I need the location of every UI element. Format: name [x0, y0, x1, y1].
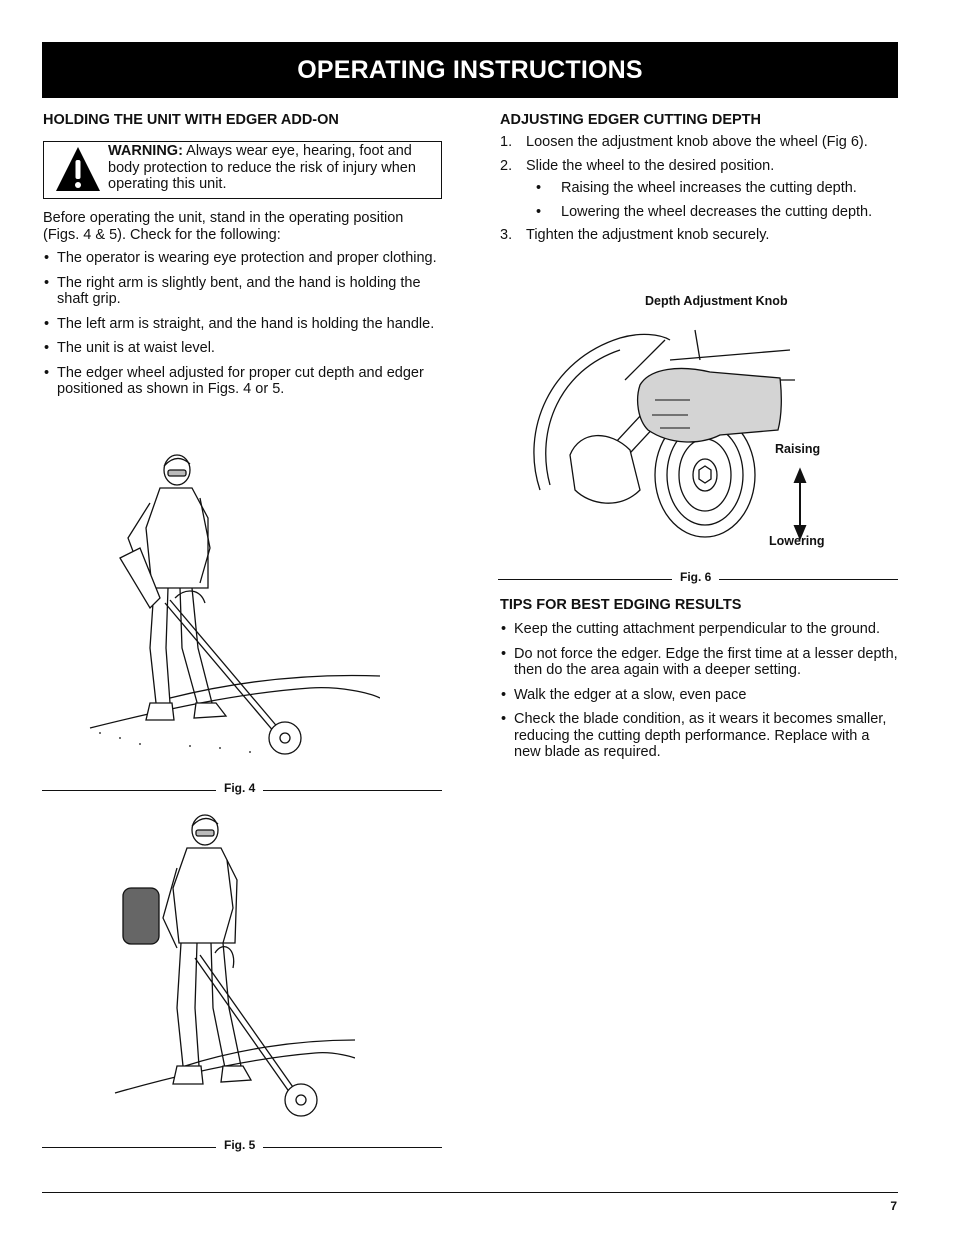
bullet-icon: •: [44, 340, 50, 356]
tips-section: TIPS FOR BEST EDGING RESULTS • Keep the c…: [500, 596, 898, 769]
checklist: • The operator is wearing eye protection …: [43, 250, 442, 398]
list-item-text: Walk the edger at a slow, even pace: [514, 686, 747, 703]
step-item: 2. Slide the wheel to the desired positi…: [500, 158, 898, 221]
bullet-icon: •: [536, 203, 542, 220]
list-item: • Keep the cutting attachment perpendicul…: [500, 621, 898, 638]
list-item: • The edger wheel adjusted for proper cut…: [43, 365, 442, 398]
list-item-text: The edger wheel adjusted for proper cut …: [57, 364, 424, 398]
step-text: Loosen the adjustment knob above the whe…: [526, 134, 868, 150]
list-item-text: Keep the cutting attachment perpendicula…: [514, 621, 880, 637]
step-sub-list: • Raising the wheel increases the cutting…: [526, 180, 898, 220]
bullet-icon: •: [536, 180, 542, 196]
warning-box: WARNING: Always wear eye, hearing, foot …: [43, 141, 442, 199]
left-column: HOLDING THE UNIT WITH EDGER ADD-ON WARNI…: [43, 111, 442, 406]
sub-list-item: • Raising the wheel increases the cutting…: [526, 180, 898, 197]
list-item: • The left arm is straight, and the hand …: [43, 316, 442, 333]
section-heading-holding: HOLDING THE UNIT WITH EDGER ADD-ON: [43, 112, 339, 128]
list-item-text: Do not force the edger. Edge the first t…: [514, 645, 898, 679]
section-heading-depth: ADJUSTING EDGER CUTTING DEPTH: [500, 112, 762, 128]
step-number: 2.: [500, 157, 513, 174]
tips-list: • Keep the cutting attachment perpendicul…: [500, 621, 898, 761]
list-item-text: The left arm is straight, and the hand i…: [57, 315, 435, 332]
intro-paragraph: Before operating the unit, stand in the …: [43, 210, 404, 243]
sub-list-item-text: Raising the wheel increases the cutting …: [561, 180, 857, 196]
warning-label: WARNING:: [108, 143, 183, 159]
label-lowering: Lowering: [769, 534, 825, 548]
list-item: • Do not force the edger. Edge the first …: [500, 646, 898, 679]
label-depth-adjustment-knob: Depth Adjustment Knob: [645, 294, 788, 308]
list-item-text: The operator is wearing eye protection a…: [57, 250, 437, 266]
bullet-icon: •: [44, 364, 50, 381]
footer-rule: [42, 1192, 898, 1193]
step-item: 3. Tighten the adjustment knob securely.: [500, 227, 898, 244]
bullet-icon: •: [501, 711, 507, 727]
step-number: 1.: [500, 134, 513, 150]
warning-text-block: WARNING: Always wear eye, hearing, foot …: [108, 143, 435, 193]
right-column: ADJUSTING EDGER CUTTING DEPTH 1. Loosen …: [500, 111, 898, 251]
list-item: • The operator is wearing eye protection …: [43, 250, 442, 267]
list-item-text: Check the blade condition, as it wears i…: [514, 711, 887, 760]
fig5-caption: Fig. 5: [216, 1138, 264, 1152]
fig6-caption: Fig. 6: [672, 570, 720, 584]
warning-text: Always wear eye, hearing, foot and body …: [108, 143, 416, 192]
page-title: OPERATING INSTRUCTIONS: [297, 55, 643, 84]
bullet-icon: •: [501, 645, 507, 662]
bullet-icon: •: [44, 250, 50, 266]
page-number: 7: [890, 1199, 897, 1213]
list-item: • Walk the edger at a slow, even pace: [500, 687, 898, 704]
bullet-icon: •: [44, 274, 50, 291]
section-heading-tips: TIPS FOR BEST EDGING RESULTS: [500, 597, 742, 613]
page-title-banner: OPERATING INSTRUCTIONS: [42, 42, 898, 98]
step-text: Tighten the adjustment knob securely.: [526, 227, 770, 243]
fig4-caption: Fig. 4: [216, 781, 264, 795]
list-item: • The unit is at waist level.: [43, 340, 442, 357]
fig6-illustration: [533, 329, 807, 541]
list-item: • The right arm is slightly bent, and the…: [43, 275, 442, 308]
sub-list-item: • Lowering the wheel decreases the cuttin…: [526, 204, 898, 221]
warning-triangle-icon: [56, 147, 100, 191]
step-number: 3.: [500, 227, 513, 243]
fig4-illustration: [89, 454, 380, 755]
fig5-illustration: [114, 814, 355, 1117]
step-item: 1. Loosen the adjustment knob above the …: [500, 134, 898, 151]
depth-steps: 1. Loosen the adjustment knob above the …: [500, 134, 898, 244]
sub-list-item-text: Lowering the wheel decreases the cutting…: [561, 203, 873, 220]
label-raising: Raising: [775, 442, 821, 456]
bullet-icon: •: [501, 621, 507, 637]
list-item: • Check the blade condition, as it wears …: [500, 711, 898, 761]
bullet-icon: •: [44, 315, 50, 332]
bullet-icon: •: [501, 686, 507, 703]
list-item-text: The unit is at waist level.: [57, 340, 215, 356]
step-text: Slide the wheel to the desired position.: [526, 157, 775, 174]
list-item-text: The right arm is slightly bent, and the …: [57, 274, 421, 308]
